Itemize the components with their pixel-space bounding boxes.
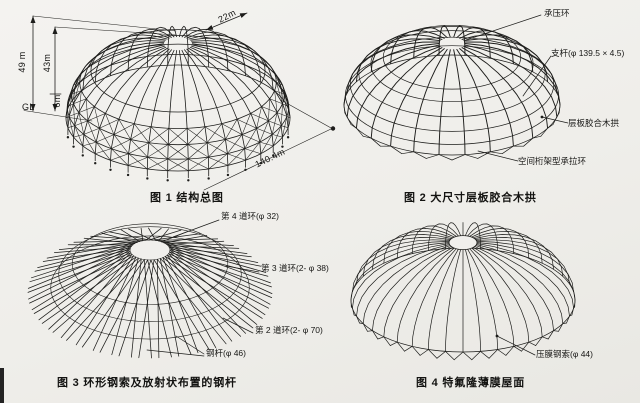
fig2-caption: 图 2 大尺寸层板胶合木拱	[404, 192, 537, 204]
fig3-label-ring4: 第 4 道环(φ 32)	[221, 211, 279, 221]
fig2-label-bearing-ring: 承压环	[544, 8, 570, 18]
fig2-label-strut: 支杆(φ 139.5 × 4.5)	[551, 48, 625, 58]
scan-artifact	[0, 368, 4, 403]
fig3-label-steel-rod: 钢杆(φ 46)	[206, 348, 246, 358]
fig4-caption: 图 4 特氟隆薄膜屋面	[416, 377, 526, 389]
fig1-ground-line-label: GL	[22, 102, 35, 112]
fig2-label-tension-ring: 空间桁架型承拉环	[518, 156, 587, 166]
fig3-label-ring2: 第 2 道环(2- φ 70)	[255, 325, 323, 335]
fig1-dim-49m: 49 m	[17, 51, 27, 73]
fig1-dim-6m: 6m	[52, 94, 62, 108]
fig1-caption: 图 1 结构总图	[150, 192, 224, 204]
fig4-label-membrane-cable: 压膜钢索(φ 44)	[536, 349, 593, 359]
fig2-label-glulam-arch: 层板胶合木拱	[568, 118, 620, 128]
fig1-dim-43m: 43m	[42, 53, 52, 73]
fig3-label-ring3: 第 3 道环(2- φ 38)	[261, 263, 329, 273]
fig3-caption: 图 3 环形钢索及放射状布置的钢杆	[57, 377, 237, 389]
